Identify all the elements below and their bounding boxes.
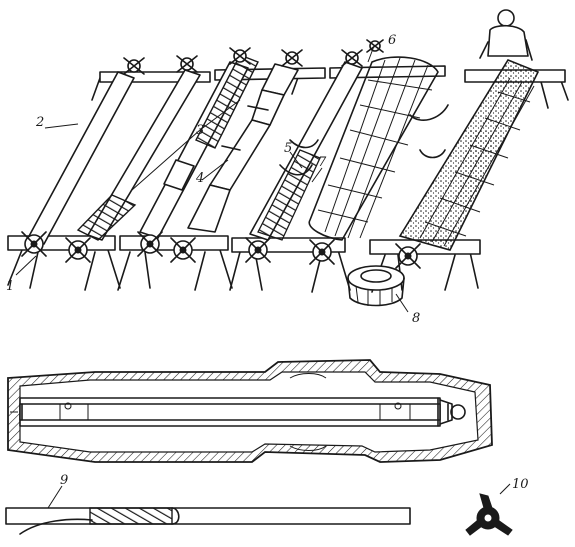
- assembly-scene: 2 1 3 4 5 6 7 8: [6, 9, 569, 326]
- label-8: 8: [412, 311, 420, 326]
- reinforcing-cage: [308, 56, 449, 241]
- profiled-core: [187, 63, 299, 233]
- label-5: 5: [284, 141, 292, 156]
- finished-mould: [398, 59, 540, 251]
- label-7: 7: [318, 155, 327, 170]
- label-6: 6: [388, 33, 396, 48]
- label-9: 9: [60, 473, 68, 488]
- label-2: 2: [35, 115, 44, 130]
- wing-nut-detail: 10: [465, 477, 529, 536]
- label-4: 4: [195, 171, 204, 186]
- mould-cross-section: [7, 359, 493, 463]
- label-10: 10: [512, 477, 529, 492]
- operator-figure: [479, 9, 533, 61]
- detachable-ring: [347, 265, 405, 307]
- winding-rod: 9: [5, 473, 411, 535]
- mandrel-spiral-winding: [76, 54, 259, 241]
- label-1: 1: [6, 279, 14, 294]
- wing-nuts-bottom: [21, 231, 421, 269]
- leader-lines: [15, 45, 409, 313]
- wing-nuts-top: [123, 39, 384, 75]
- label-3: 3: [196, 123, 204, 138]
